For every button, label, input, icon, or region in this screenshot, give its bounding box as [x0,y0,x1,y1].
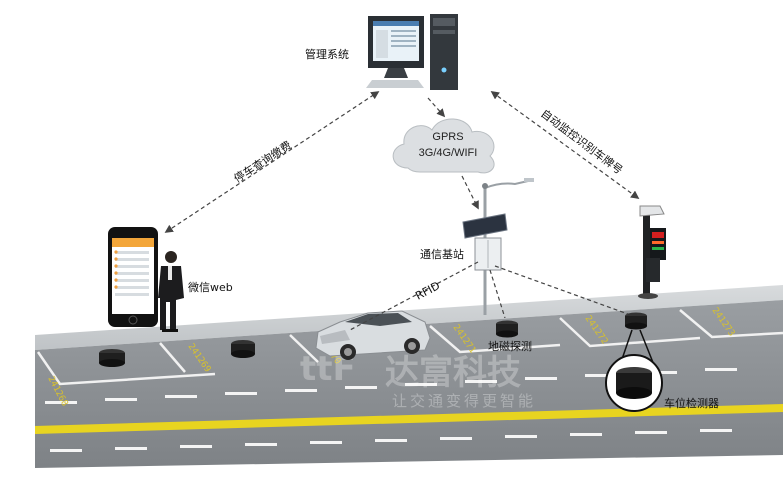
arrow-phone-computer [164,91,380,233]
wechat-label: 微信web [188,280,233,294]
car [315,310,431,360]
plate-recognition-label: 自动监控识别车牌号 [538,106,625,177]
parking-query-label: 停车查询缴费 [231,138,294,186]
camera-pole [638,205,666,299]
watermark-brand: 达富科技 [385,353,521,393]
link-station-sensor [489,269,506,319]
link-station-car [349,261,479,331]
connectors [164,91,640,331]
sensor-puck [99,349,125,367]
computer [366,14,458,90]
base-station [462,178,534,315]
sensor-puck [231,340,255,358]
space-detector-label: 车位检测器 [664,396,719,410]
arrow-computer-camera [490,91,640,199]
arrow-cloud-station [461,175,479,210]
link-station-detector [494,265,629,315]
parking-slot-lines [36,309,783,386]
base-station-label: 通信基站 [420,247,464,261]
detector-magnified [605,329,663,412]
person [158,251,184,332]
sensor-puck [496,320,518,338]
cloud-network-label-1: GPRS [432,131,463,143]
cloud-network-label-2: 3G/4G/WIFI [419,147,478,159]
ground-sensors [99,312,647,367]
rfid-label: RFID [413,279,442,303]
management-system-label: 管理系统 [305,47,349,61]
sensor-puck [625,312,647,330]
geomagnetic-label: 地磁探测 [488,340,532,353]
cloud: GPRS 3G/4G/WIFI [392,118,495,174]
arrow-computer-cloud [427,97,446,118]
lane-dashes [45,368,737,452]
watermark: ttF 达富科技 让交通变得更智能 [300,349,536,410]
watermark-slogan: 让交通变得更智能 [392,392,536,410]
road [35,285,783,468]
smartphone [108,227,158,327]
center-line [35,404,783,434]
